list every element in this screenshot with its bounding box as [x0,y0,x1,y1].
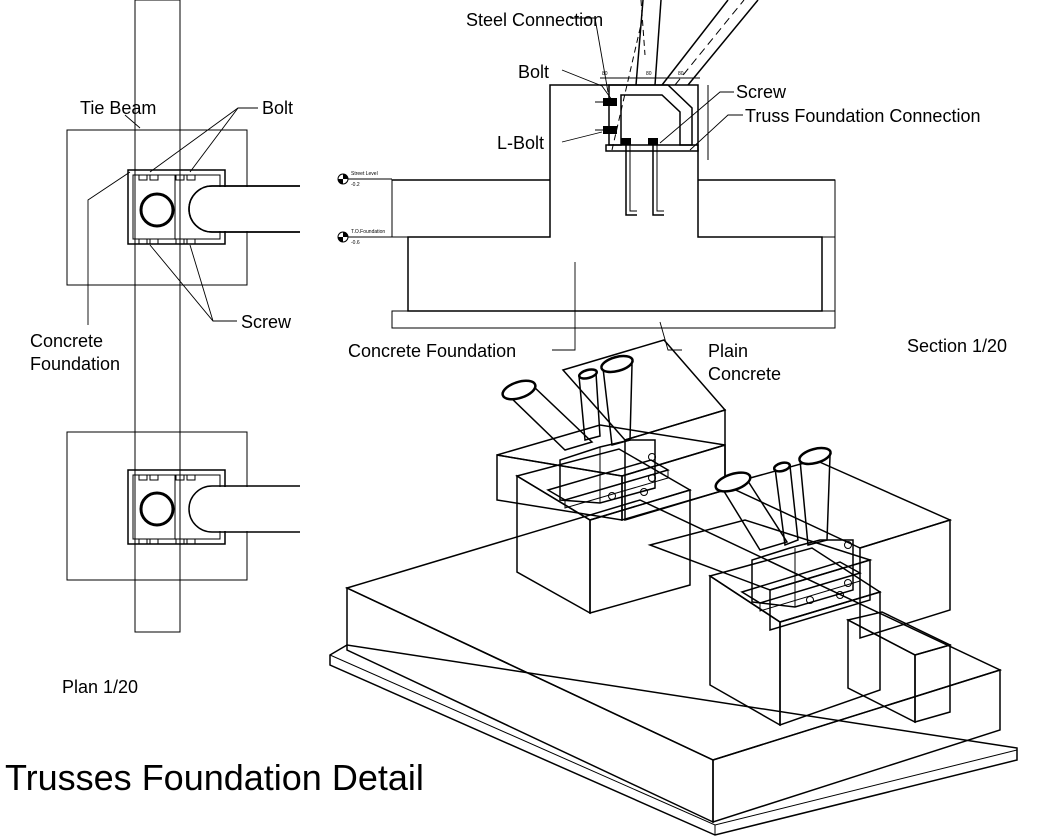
base-plate [605,144,699,152]
section-view: 80 80 80 Street Level -0.2 T.O.Foundatio… [337,0,1007,384]
plan-connection-upper [127,169,300,245]
plain-concrete-layer [391,310,836,329]
drawing-title: Trusses Foundation Detail [5,757,424,798]
section-label-truss-foundation-connection: Truss Foundation Connection [745,106,980,126]
plan-caption: Plan 1/20 [62,677,138,697]
iso-tie-beam-end [914,644,951,723]
plan-label-screw: Screw [241,312,292,332]
svg-text:80: 80 [646,71,652,77]
plan-label-concrete-1: Concrete [30,331,103,351]
tie-beam [134,0,181,633]
bolt-icon [595,98,617,134]
street-level-value: -0.2 [351,182,360,188]
iso-tube-left-3 [602,364,633,446]
plan-label-tie-beam: Tie Beam [80,98,156,118]
plan-view: Tie Beam Bolt Screw Concrete Foundation … [30,0,300,697]
concrete-foundation-section [407,84,823,312]
backfill-right [697,179,836,238]
iso-shoe-left [559,439,656,504]
truss-tube-plan [188,485,300,533]
tof-level-marker: T.O.Foundation -0.6 [337,229,408,246]
steel-shoe [608,84,693,146]
plan-label-concrete-2: Foundation [30,354,120,374]
bolt-icon [138,174,196,245]
iso-shoe-right [751,539,854,608]
section-label-concrete-foundation: Concrete Foundation [348,341,516,361]
column-circle [139,491,175,527]
isometric-view [329,339,1018,836]
column-circle [139,192,175,228]
section-label-l-bolt: L-Bolt [497,133,544,153]
street-level-marker: Street Level -0.2 [337,171,392,188]
section-label-bolt: Bolt [518,62,549,82]
truss-members-section [611,0,759,151]
section-label-screw: Screw [736,82,787,102]
section-label-plain-1: Plain [708,341,748,361]
svg-text:80: 80 [678,71,684,77]
backfill-left [391,179,551,238]
plan-label-bolt: Bolt [262,98,293,118]
section-label-steel-connection: Steel Connection [466,10,603,30]
section-caption: Section 1/20 [907,336,1007,356]
l-bolt [652,145,664,216]
tof-level-name: T.O.Foundation [351,229,385,235]
bolt-icon [138,474,196,545]
iso-footing-right [712,668,1001,824]
plan-connection-lower [127,469,300,545]
iso-tie-beam-top [845,611,953,656]
l-bolt [625,145,637,216]
section-label-plain-2: Concrete [708,364,781,384]
tof-level-value: -0.6 [351,240,360,246]
street-level-name: Street Level [351,171,378,177]
